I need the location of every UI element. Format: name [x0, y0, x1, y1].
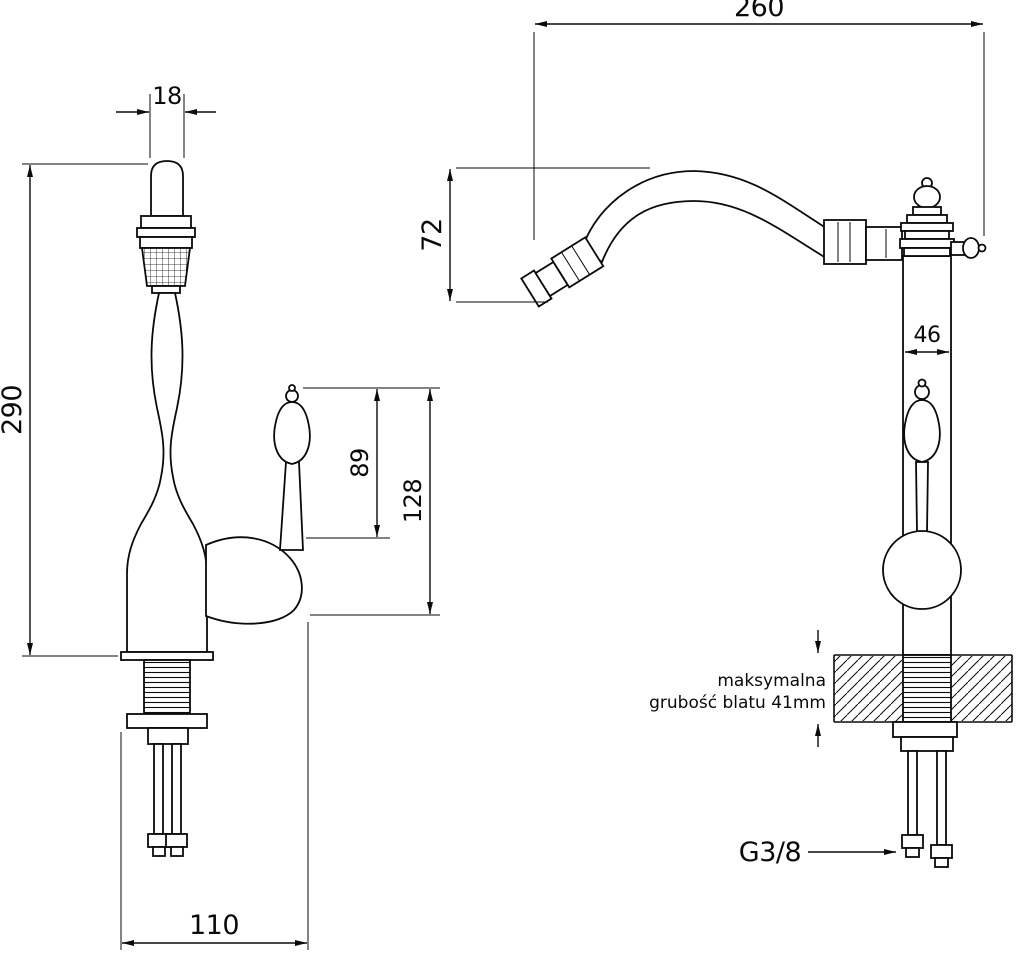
side-hose-fitting-left	[901, 834, 924, 849]
side-finial-ring-1	[906, 214, 948, 224]
dim-side-spout-height: 72	[417, 167, 650, 303]
side-supply-hose-right	[936, 750, 947, 846]
front-supply-hose-right	[171, 743, 182, 835]
front-hose-nipple-left	[152, 846, 166, 857]
front-handle-knob	[273, 401, 311, 465]
dim-label-overall-height: 290	[0, 385, 28, 435]
side-finial-ball	[913, 185, 941, 209]
faucet-side-view	[520, 170, 1013, 868]
dim-front-spout-width: 18	[116, 82, 216, 158]
countertop-hatch-right	[951, 656, 1012, 721]
front-knob-tip	[288, 384, 296, 392]
faucet-front-view	[120, 160, 311, 857]
annotation-thread-size: G3/8	[739, 837, 896, 868]
front-aerator-ring	[151, 285, 181, 294]
side-spout-nut	[823, 219, 867, 265]
front-handle-stem	[279, 461, 304, 551]
front-spout-band	[139, 236, 193, 249]
front-handle-mount	[205, 536, 303, 625]
side-finial-ring-3	[904, 230, 950, 240]
front-mounting-nut	[126, 713, 208, 729]
side-finial-collar	[912, 206, 942, 216]
side-finial-ring-4	[899, 238, 955, 249]
side-handle-stem	[915, 461, 929, 533]
side-finial-ring-5	[903, 247, 951, 257]
front-spout-ring	[136, 227, 196, 238]
dim-front-handle-128: 128	[310, 389, 440, 616]
dim-label-base-width: 110	[189, 910, 239, 941]
dim-side-body-width: 46	[905, 323, 949, 355]
dim-side-reach: 260	[533, 0, 985, 240]
dim-front-overall-height: 290	[0, 163, 148, 657]
front-spout-pipe	[150, 160, 184, 217]
dim-front-base-width: 110	[120, 622, 309, 950]
dim-label-body-width: 46	[914, 323, 941, 348]
thread-size-label: G3/8	[739, 837, 801, 868]
side-threaded-shank	[902, 654, 952, 723]
countertop-hatch-left	[834, 656, 903, 721]
side-handle-body	[882, 530, 962, 610]
side-spout-tube	[580, 170, 827, 264]
front-hose-fitting-right	[165, 833, 188, 848]
front-threaded-shank	[143, 659, 191, 715]
dim-front-handle-89: 89	[303, 387, 440, 539]
front-base-flange	[120, 651, 214, 661]
counter-note-line2: grubość blatu 41mm	[649, 693, 826, 713]
dim-label-handle-89: 89	[346, 448, 374, 478]
side-supply-hose-left	[907, 750, 918, 836]
front-mounting-bracket	[147, 727, 189, 745]
side-spout-outlet	[520, 236, 605, 308]
side-knob-tip	[977, 243, 987, 253]
side-hose-nipple-right	[934, 857, 949, 868]
side-finial-ring-2	[900, 222, 954, 232]
dim-label-spout-reach: 260	[734, 0, 784, 23]
front-body	[126, 292, 208, 653]
side-mounting-nut	[892, 721, 958, 738]
dim-label-handle-128: 128	[399, 479, 427, 523]
counter-note-line1: maksymalna	[717, 671, 826, 691]
front-hose-nipple-right	[170, 846, 184, 857]
annotation-counter-thickness: maksymalna grubość blatu 41mm	[649, 630, 826, 747]
side-handle-knob	[903, 399, 941, 463]
front-supply-hose-left	[153, 743, 164, 835]
side-handle-tip	[917, 378, 927, 388]
dim-label-spout-width: 18	[152, 82, 182, 110]
side-knob-ball	[962, 237, 980, 259]
side-hose-fitting-right	[930, 844, 953, 859]
front-spout-collar	[140, 215, 192, 229]
side-mounting-bracket	[900, 736, 954, 752]
side-spout-nut-inner	[865, 226, 903, 261]
side-hose-nipple-left	[905, 847, 920, 858]
front-aerator-mesh	[140, 247, 192, 287]
dim-label-spout-height: 72	[417, 218, 448, 251]
